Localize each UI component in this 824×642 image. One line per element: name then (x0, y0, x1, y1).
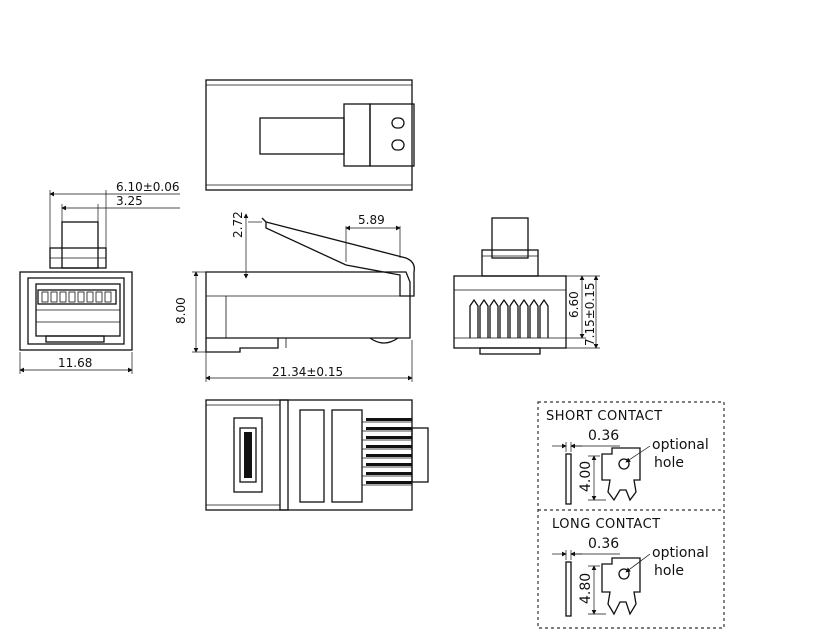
long-contact-thickness: 0.36 (588, 536, 619, 552)
side-dimensions (192, 213, 413, 382)
long-contact-title: LONG CONTACT (552, 517, 661, 532)
dim-pin-h2: 7.15±0.15 (583, 283, 597, 347)
side-view (205, 217, 415, 353)
rear-dimensions (566, 275, 600, 349)
top-view (205, 79, 415, 191)
dim-front-width: 11.68 (58, 356, 92, 370)
short-contact-drawing (552, 442, 651, 505)
front-view (19, 221, 133, 351)
front-dimensions (19, 190, 180, 374)
dim-top-width: 6.10±0.06 (116, 180, 180, 194)
dim-top-inner: 3.25 (116, 194, 143, 208)
short-contact-note-2: hole (654, 455, 684, 471)
contact-detail-box (537, 401, 725, 629)
long-contact-height: 4.80 (578, 573, 594, 604)
long-contact-note-2: hole (654, 563, 684, 579)
dim-latch-width: 5.89 (358, 213, 385, 227)
bottom-contacts (362, 418, 412, 486)
long-contact-drawing (552, 550, 651, 617)
dim-length: 21.34±0.15 (272, 365, 343, 379)
dim-latch-height: 2.72 (231, 211, 245, 238)
bottom-view (205, 399, 429, 511)
rear-contacts (469, 298, 549, 338)
dim-side-height: 8.00 (174, 297, 188, 324)
front-contacts (41, 291, 112, 303)
rear-view (453, 217, 567, 355)
dim-pin-h1: 6.60 (567, 291, 581, 318)
short-contact-thickness: 0.36 (588, 428, 619, 444)
short-contact-height: 4.00 (578, 461, 594, 492)
long-contact-note-1: optional (652, 545, 709, 561)
short-contact-title: SHORT CONTACT (546, 409, 663, 424)
short-contact-note-1: optional (652, 437, 709, 453)
